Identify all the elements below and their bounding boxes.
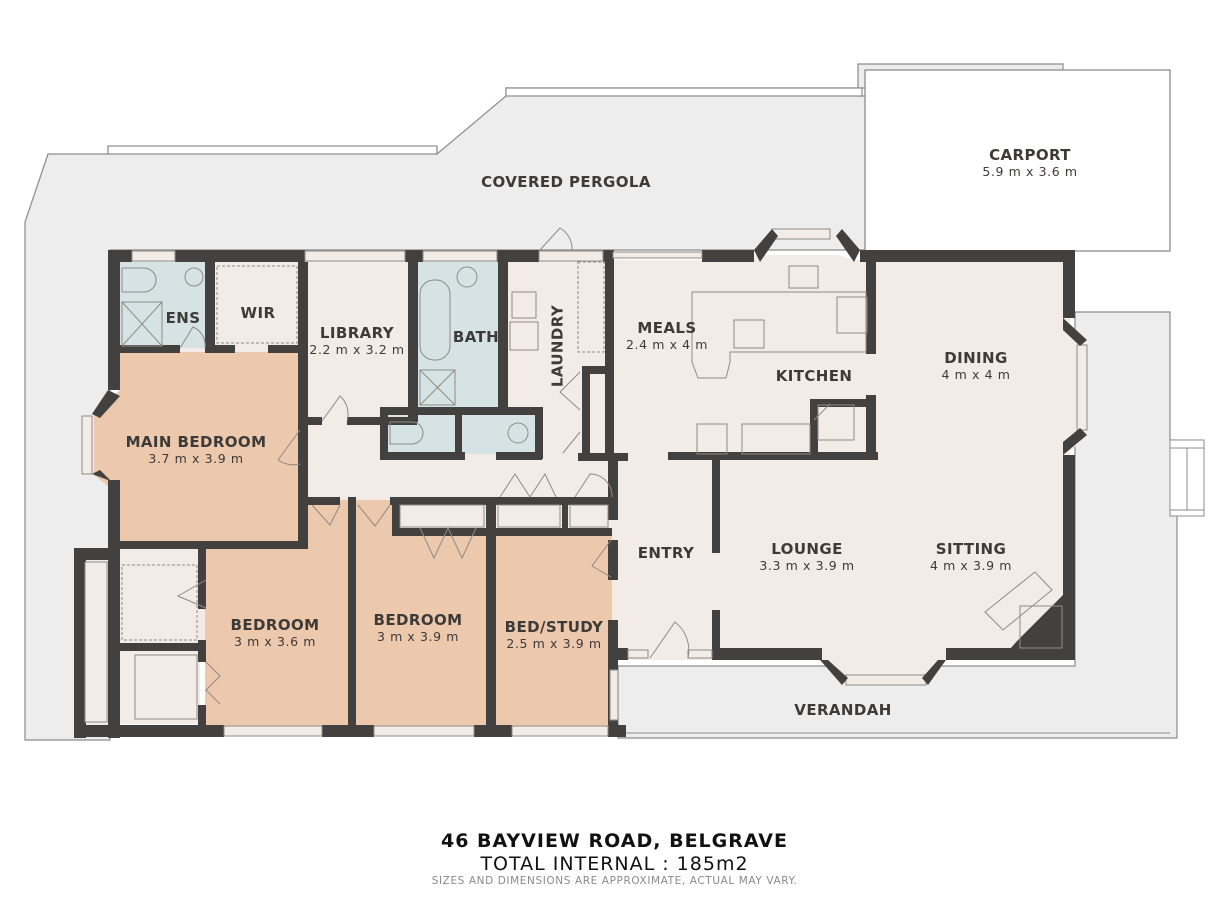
- door-icon: [277, 429, 301, 466]
- carport-area: [864, 69, 1171, 252]
- basin-icon: [184, 267, 204, 287]
- door-icon: [649, 621, 690, 659]
- door-icon: [559, 371, 581, 411]
- label-carport: CARPORT 5.9 m x 3.6 m: [982, 146, 1078, 180]
- door-icon: [179, 326, 206, 349]
- property-address: 46 BAYVIEW ROAD, BELGRAVE: [441, 830, 788, 852]
- toilet-icon: [121, 267, 157, 293]
- disclaimer: SIZES AND DIMENSIONS ARE APPROXIMATE, AC…: [431, 875, 798, 887]
- door-icon: [499, 472, 557, 498]
- door-icon: [591, 539, 612, 578]
- door-icon: [205, 661, 221, 705]
- label-library: LIBRARY 2.2 m x 3.2 m: [309, 324, 405, 358]
- windows: [81, 228, 1088, 737]
- label-bed-study: BED/STUDY 2.5 m x 3.9 m: [504, 618, 604, 652]
- label-bedroom-1: BEDROOM 3 m x 3.6 m: [230, 616, 320, 650]
- door-icon: [574, 473, 613, 498]
- label-wir: WIR: [240, 304, 276, 322]
- door-icon: [813, 403, 831, 421]
- door-icon: [539, 227, 573, 251]
- label-kitchen: KITCHEN: [775, 367, 853, 385]
- bay-window-frames: [92, 229, 1087, 685]
- door-icon: [419, 526, 477, 560]
- side-step: [1169, 439, 1205, 517]
- label-laundry: LAUNDRY: [548, 304, 567, 388]
- label-bath: BATH: [452, 328, 500, 346]
- label-bedroom-2: BEDROOM 3 m x 3.9 m: [373, 611, 463, 645]
- walls: [74, 250, 1075, 738]
- door-icon: [357, 504, 391, 527]
- door-icon: [311, 504, 341, 526]
- fixtures: [121, 261, 1063, 720]
- label-dining: DINING 4 m x 4 m: [941, 349, 1011, 383]
- total-internal-area: TOTAL INTERNAL : 185m2: [480, 853, 749, 875]
- label-verandah: VERANDAH: [794, 701, 892, 719]
- toilet-icon: [389, 421, 424, 445]
- label-main-bedroom: MAIN BEDROOM 3.7 m x 3.9 m: [125, 433, 267, 467]
- door-icon: [176, 579, 207, 609]
- door-swings: [176, 227, 831, 705]
- door-icon: [562, 431, 581, 454]
- label-entry: ENTRY: [637, 544, 695, 562]
- room-fills: [94, 255, 1085, 730]
- label-ens: ENS: [165, 309, 201, 327]
- door-icon: [321, 395, 349, 422]
- label-lounge: LOUNGE 3.3 m x 3.9 m: [759, 540, 855, 574]
- label-covered-pergola: COVERED PERGOLA: [481, 173, 651, 191]
- bathtub-icon: [419, 279, 451, 361]
- label-meals: MEALS 2.4 m x 4 m: [625, 319, 709, 353]
- label-sitting: SITTING 4 m x 3.9 m: [929, 540, 1013, 574]
